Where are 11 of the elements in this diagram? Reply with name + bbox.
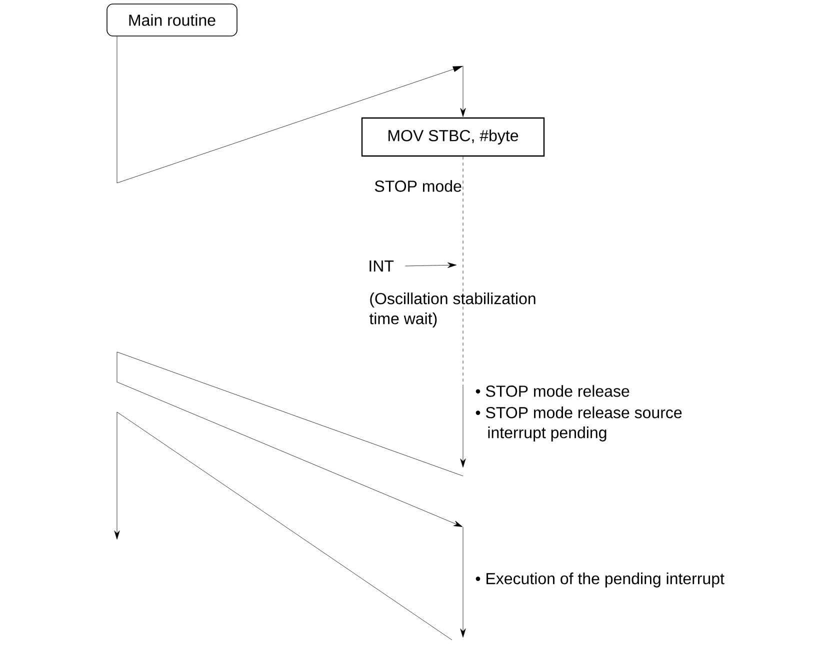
dashed-line [462,156,464,386]
routine-box: Main routine [106,4,238,36]
signal-label: INT [370,260,394,272]
arrow [404,262,456,268]
bullet-text: • Execution of the pending interrupt [476,572,724,588]
bullet-text: • STOP mode release [476,385,630,397]
note-text: (Oscillation stabilization time wait) [369,292,536,328]
bullet-text: • STOP mode release source interrupt pending [476,406,682,442]
arrow [116,36,466,184]
instruction-box: MOV STBC, #byte [361,117,545,157]
mode-label: STOP mode [374,180,462,192]
